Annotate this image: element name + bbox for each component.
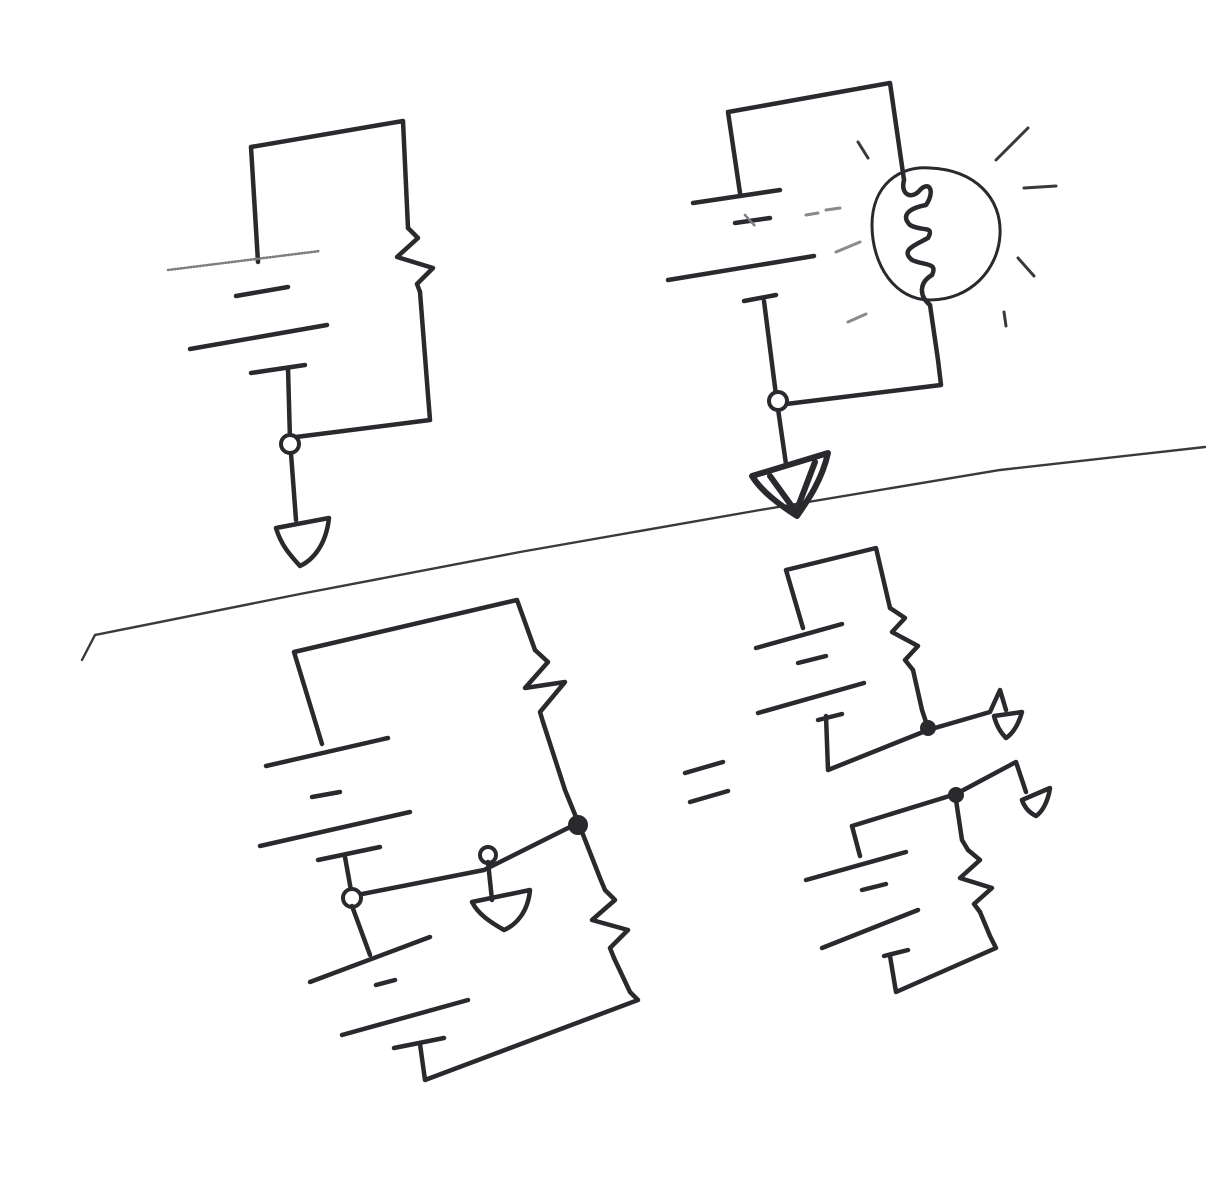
circuit-3-wire-left-lower xyxy=(349,903,373,958)
circuit-1-wire-top xyxy=(248,118,411,265)
circuit-5-resistor xyxy=(957,847,995,915)
circuit-4-wire-right xyxy=(910,667,931,731)
equals-sign xyxy=(682,759,731,805)
circuit-3-wire-right-upper xyxy=(540,719,581,825)
circuit-2-wire-right xyxy=(775,302,944,408)
circuit-4-ground-symbol xyxy=(991,709,1025,741)
circuit-5-battery xyxy=(803,849,921,959)
circuit-5-wire-top xyxy=(849,759,1029,859)
circuit-2-node xyxy=(767,390,789,412)
circuit-1-battery-resistor xyxy=(166,118,436,569)
circuit-2-light-bulb xyxy=(775,166,1002,408)
light-bulb-filament xyxy=(900,177,936,308)
circuit-3-wire-top xyxy=(291,597,538,747)
circuit-1-battery xyxy=(166,249,330,376)
circuit-3-battery-bottom xyxy=(307,934,471,1051)
circuit-5-wire-right xyxy=(953,797,971,853)
circuit-5-ground-symbol xyxy=(1019,785,1053,819)
circuit-3-battery-top xyxy=(257,735,413,863)
circuit-4-equivalent-top xyxy=(753,545,1025,773)
circuit-3-ground-symbol xyxy=(469,887,533,933)
circuit-2-wire-top xyxy=(725,80,907,196)
circuit-2-wire-ground xyxy=(761,298,789,467)
circuit-3-wire-middle xyxy=(342,819,583,899)
circuit-2-battery xyxy=(665,187,817,304)
circuit-2-battery-bulb xyxy=(665,80,1058,519)
circuit-3-wire-ground xyxy=(485,859,495,903)
circuit-4-battery xyxy=(753,621,867,723)
circuit-4-resistor xyxy=(887,605,921,673)
circuit-4-wire-top xyxy=(783,545,893,631)
circuit-3-node-right xyxy=(568,815,588,835)
circuit-3-wire-bottom xyxy=(417,955,641,1083)
circuit-3-resistor-bottom xyxy=(589,887,631,961)
circuit-4-wire-bottom xyxy=(823,687,1009,773)
light-bulb-glass xyxy=(870,166,1002,302)
circuit-1-resistor xyxy=(394,225,436,295)
light-bulb-rays xyxy=(804,126,1058,328)
circuit-5-wire-bottom xyxy=(887,909,999,995)
circuit-1-node xyxy=(279,433,301,455)
circuit-3-wire-right-lower xyxy=(579,829,608,893)
circuit-2-ground-symbol xyxy=(749,450,831,519)
circuit-4-node xyxy=(920,720,936,736)
circuit-5-equivalent-bottom xyxy=(803,759,1053,995)
circuit-1-ground-symbol xyxy=(273,515,332,569)
circuit-3-resistor-top xyxy=(522,647,568,725)
circuit-3-two-battery xyxy=(257,597,641,1083)
section-divider-line xyxy=(80,445,1207,662)
circuit-1-wire-right xyxy=(293,289,433,440)
